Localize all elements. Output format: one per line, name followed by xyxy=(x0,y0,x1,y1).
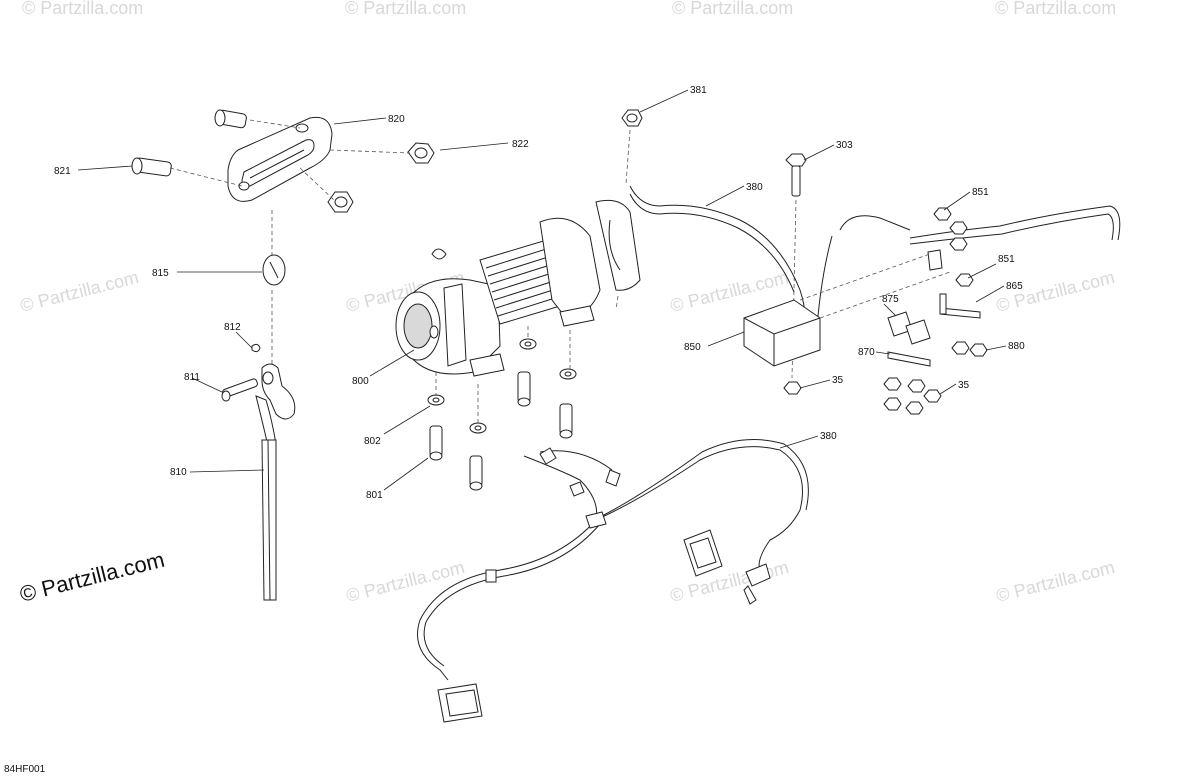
bolt-801 xyxy=(469,455,483,491)
washer-802 xyxy=(427,394,445,406)
callout-811: 811 xyxy=(184,372,200,383)
callout-380-upper: 380 xyxy=(746,182,763,193)
cable-380-upper xyxy=(608,185,1121,341)
strap-810 xyxy=(261,439,277,601)
callout-850: 850 xyxy=(684,342,701,353)
callout-822: 822 xyxy=(512,139,529,150)
relay-875 xyxy=(887,311,931,345)
washer-802 xyxy=(519,338,537,350)
contactor-850 xyxy=(743,299,821,367)
callout-865: 865 xyxy=(1006,281,1023,292)
callout-labels: 381 820 822 303 380 851 821 815 851 865 … xyxy=(54,85,1025,501)
callout-35-left: 35 xyxy=(832,375,844,386)
watermark: © Partzilla.com xyxy=(672,0,793,18)
bolt-820 xyxy=(214,109,247,129)
bolt-801 xyxy=(429,425,443,461)
callout-800: 800 xyxy=(352,376,369,387)
watermark: © Partzilla.com xyxy=(344,557,467,606)
watermark-main: © Partzilla.com xyxy=(17,547,167,607)
callout-leaders xyxy=(77,89,1007,491)
nut-381 xyxy=(621,109,643,127)
pin-811 xyxy=(221,378,258,402)
callout-820: 820 xyxy=(388,114,405,125)
callout-815: 815 xyxy=(152,268,169,279)
watermark: © Partzilla.com xyxy=(18,267,141,316)
winch-800 xyxy=(395,199,641,377)
bolt-821 xyxy=(131,157,172,177)
callout-810: 810 xyxy=(170,467,187,478)
hook xyxy=(255,363,296,447)
fairlead-assembly xyxy=(131,109,435,601)
fairlead-plate xyxy=(227,116,333,202)
callout-380-lower: 380 xyxy=(820,431,837,442)
callout-381: 381 xyxy=(690,85,707,96)
bolt-303 xyxy=(785,153,807,197)
washer-802 xyxy=(469,422,487,434)
connector-plug xyxy=(437,683,483,723)
watermark: © Partzilla.com xyxy=(994,557,1117,606)
nuts-880 xyxy=(951,341,988,357)
callout-801: 801 xyxy=(366,490,383,501)
callout-802: 802 xyxy=(364,436,381,447)
watermark: © Partzilla.com xyxy=(22,0,143,18)
callout-880: 880 xyxy=(1008,341,1025,352)
callout-35-right: 35 xyxy=(958,380,970,391)
bracket-865 xyxy=(939,293,981,319)
bolt-801 xyxy=(559,403,573,439)
watermark: © Partzilla.com xyxy=(995,0,1116,18)
plug-connector xyxy=(743,563,771,605)
figure-code: 84HF001 xyxy=(4,764,46,775)
nuts-35 xyxy=(783,377,942,415)
callout-812: 812 xyxy=(224,322,241,333)
watermark: © Partzilla.com xyxy=(345,0,466,18)
nut-822 xyxy=(327,191,354,213)
callout-875: 875 xyxy=(882,294,899,305)
callout-821: 821 xyxy=(54,166,71,177)
callout-303: 303 xyxy=(836,140,853,151)
rocker-switch xyxy=(683,529,723,577)
nuts-851 xyxy=(933,207,974,287)
callout-851-lower: 851 xyxy=(998,254,1015,265)
nut-822 xyxy=(407,142,435,164)
bracket-870 xyxy=(887,351,931,367)
decal-disc-815 xyxy=(262,254,286,286)
harness-380-lower xyxy=(417,439,809,681)
washer-802 xyxy=(559,368,577,380)
callout-851-upper: 851 xyxy=(972,187,989,198)
clip-812 xyxy=(251,343,261,353)
watermark: © Partzilla.com xyxy=(668,557,791,606)
callout-870: 870 xyxy=(858,347,875,358)
bolt-801 xyxy=(517,371,531,407)
bracket xyxy=(927,249,943,271)
